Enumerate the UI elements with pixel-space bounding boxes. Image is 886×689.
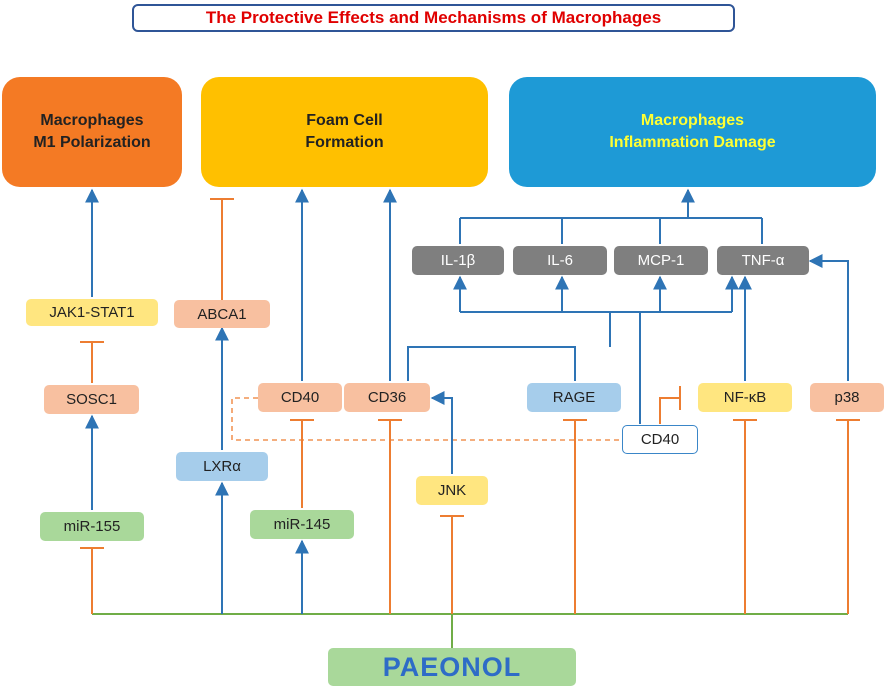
node-abca1: ABCA1: [174, 300, 270, 328]
node-mir145: miR-145: [250, 510, 354, 539]
node-mir155: miR-155: [40, 512, 144, 541]
node-jnk: JNK: [416, 476, 488, 505]
node-cd40-lower: CD40: [622, 425, 698, 454]
node-nfkb: NF-κB: [698, 383, 792, 412]
page-title: The Protective Effects and Mechanisms of…: [132, 4, 735, 32]
node-p38: p38: [810, 383, 884, 412]
cytokine-mcp1: MCP-1: [614, 246, 708, 275]
cytokine-tnfa: TNF-α: [717, 246, 809, 275]
foam-line2: Formation: [305, 134, 384, 151]
node-jak1-stat1: JAK1-STAT1: [26, 299, 158, 326]
inflammation-line2: Inflammation Damage: [609, 134, 776, 151]
node-cd40-upper: CD40: [258, 383, 342, 412]
cytokine-il6: IL-6: [513, 246, 607, 275]
m1-polarization-box: Macrophages M1 Polarization: [2, 77, 182, 187]
cd40-dashed-link: [231, 397, 622, 441]
cytokine-il1b: IL-1β: [412, 246, 504, 275]
node-sosc1: SOSC1: [44, 385, 139, 414]
node-cd36: CD36: [344, 383, 430, 412]
foam-line1: Foam Cell: [306, 112, 383, 129]
activation-arrows: [85, 188, 849, 614]
inflammation-line1: Macrophages: [640, 112, 745, 129]
paeonol-bus: [92, 613, 848, 648]
m1-line2: M1 Polarization: [33, 134, 151, 151]
m1-line1: Macrophages: [40, 112, 144, 129]
node-lxra: LXRα: [176, 452, 268, 481]
node-rage: RAGE: [527, 383, 621, 412]
inhibition-lines: [80, 198, 860, 614]
paeonol-source: PAEONOL: [328, 648, 576, 686]
